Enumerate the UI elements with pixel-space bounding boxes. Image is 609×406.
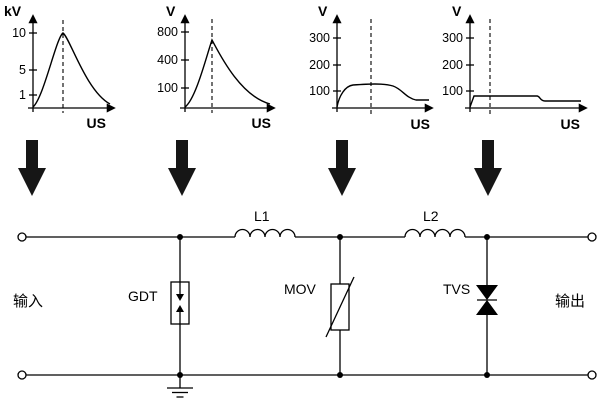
y-axis-unit: V	[452, 3, 462, 19]
output-terminal-top	[587, 232, 597, 242]
gdt-arrow-up	[176, 305, 184, 312]
input-label: 输入	[13, 293, 43, 310]
tick-label: 1	[19, 88, 26, 102]
waveform-graph-2: V 800 400 100 US	[157, 3, 276, 131]
l2-label: L2	[423, 208, 439, 224]
input-terminal-bottom	[17, 370, 27, 380]
output-terminal-bottom	[587, 370, 597, 380]
inductor-l2-symbol	[404, 228, 466, 238]
tick-label: 300	[309, 31, 330, 45]
input-terminal-top	[17, 232, 27, 242]
waveform-curve	[469, 95, 581, 108]
x-axis-unit: US	[87, 115, 106, 131]
waveform-graph-3: V 300 200 100 US	[309, 3, 434, 132]
output-label: 输出	[555, 293, 585, 310]
tick-label: 100	[157, 81, 178, 95]
waveform-curve	[184, 38, 271, 108]
tick-label: 300	[442, 31, 463, 45]
mov-label: MOV	[284, 281, 317, 297]
x-axis-unit: US	[252, 115, 271, 131]
tick-label: 100	[309, 84, 330, 98]
waveform-curve	[32, 32, 111, 108]
waveform-graph-4: V 300 200 100 US	[442, 3, 588, 132]
stage-arrows	[18, 140, 502, 196]
down-arrow-4	[474, 140, 502, 196]
tick-label: 10	[12, 26, 26, 40]
tick-label: 200	[309, 58, 330, 72]
tick-label: 800	[157, 25, 178, 39]
y-axis-unit: V	[318, 3, 328, 19]
y-axis-unit: V	[166, 3, 176, 19]
down-arrow-1	[18, 140, 46, 196]
x-axis-unit: US	[561, 116, 580, 132]
tick-label: 400	[157, 53, 178, 67]
mov-diagonal-stroke	[325, 276, 355, 338]
tick-label: 200	[442, 58, 463, 72]
circuit-schematic: L1 L2 GDT MOV TVS 输入 输出	[13, 208, 597, 398]
l1-label: L1	[254, 208, 270, 224]
waveform-curve	[336, 83, 429, 108]
y-axis-unit: kV	[4, 3, 22, 19]
waveform-graph-1: kV 10 5 1 US	[4, 3, 116, 131]
down-arrow-2	[168, 140, 196, 196]
down-arrow-3	[328, 140, 356, 196]
inductor-l1-symbol	[234, 228, 296, 238]
tvs-diode-bottom	[476, 300, 498, 315]
gdt-arrow-down	[176, 294, 184, 301]
x-axis-unit: US	[411, 116, 430, 132]
tick-label: 100	[442, 84, 463, 98]
tick-label: 5	[19, 63, 26, 77]
tvs-diode-top	[476, 285, 498, 300]
tvs-label: TVS	[443, 281, 470, 297]
gdt-label: GDT	[128, 288, 158, 304]
